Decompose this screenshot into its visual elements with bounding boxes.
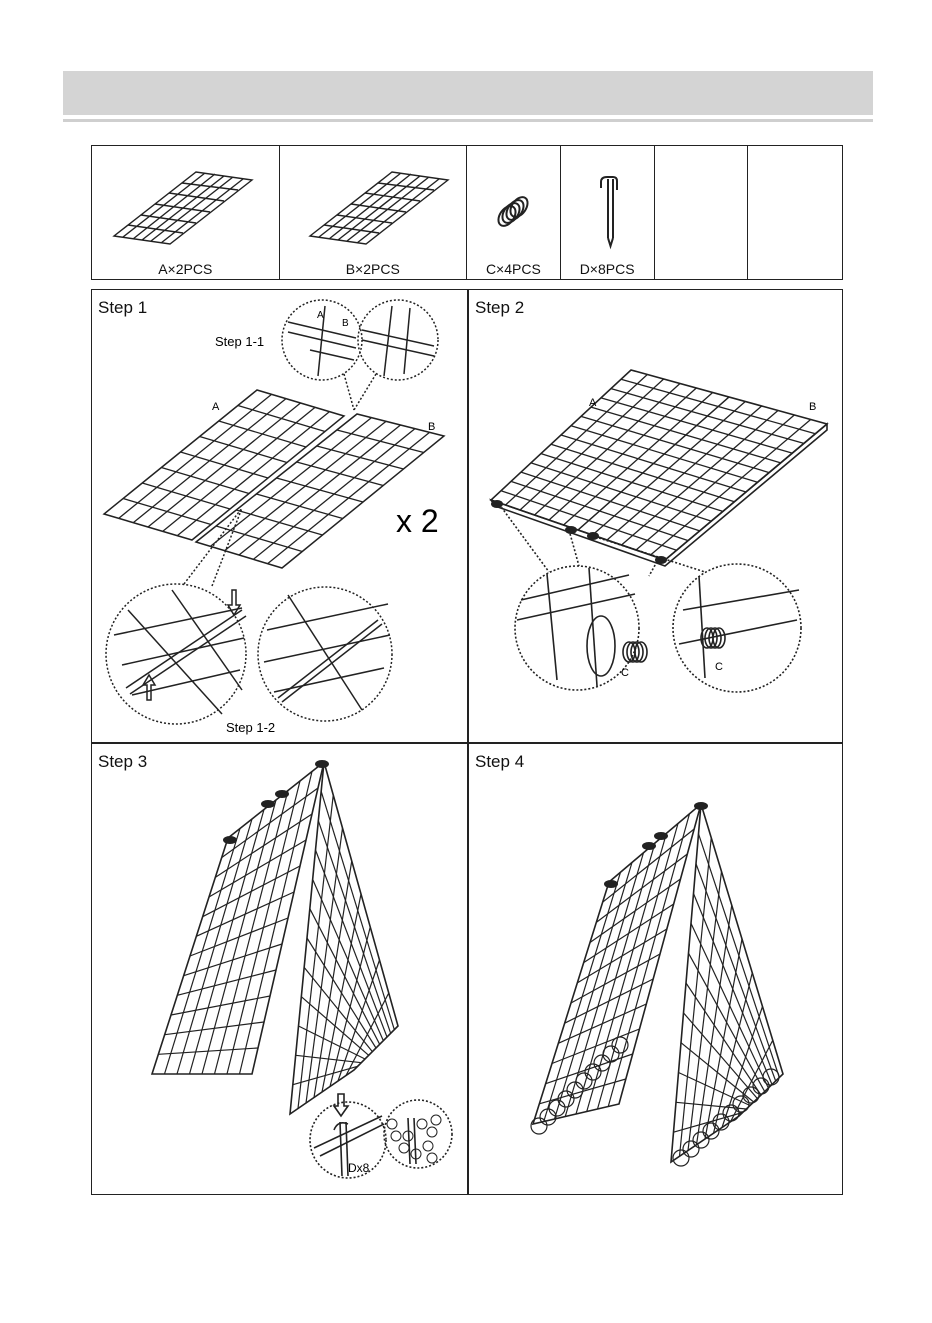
label-c: C	[715, 661, 723, 673]
step-3-panel: Dx8 Step 3	[92, 744, 467, 1196]
label-c: C	[621, 667, 629, 679]
header-bar	[63, 71, 873, 115]
label-b: B	[428, 421, 435, 433]
part-cell-c: C×4PCS	[467, 146, 561, 279]
part-cell-empty	[748, 146, 842, 279]
header-divider	[63, 119, 873, 122]
label-a: A	[317, 310, 324, 321]
steps-grid: A B A B Step 1-1 Step 1-2 x 2 Step 1	[91, 289, 843, 1195]
step-2-illustration: A B C C	[469, 290, 844, 742]
step-4-illustration	[469, 744, 844, 1196]
step-1-1-label: Step 1-1	[215, 334, 264, 349]
label-b: B	[342, 318, 349, 329]
step-title: Step 2	[475, 298, 524, 318]
part-label: B×2PCS	[280, 261, 467, 277]
part-label: A×2PCS	[92, 261, 279, 277]
ground-stake-icon	[561, 146, 655, 276]
step-title: Step 4	[475, 752, 524, 772]
grid-panel-icon	[280, 146, 468, 276]
step-1-panel: A B A B Step 1-1 Step 1-2 x 2 Step 1	[92, 290, 467, 742]
label-d: Dx8	[348, 1161, 370, 1175]
part-cell-a: A×2PCS	[92, 146, 280, 279]
label-a: A	[212, 401, 220, 413]
step-4-panel: Step 4	[469, 744, 844, 1196]
grid-panel-icon	[92, 146, 280, 276]
label-b: B	[809, 401, 816, 413]
multiplier-label: x 2	[396, 503, 439, 539]
part-cell-b: B×2PCS	[280, 146, 468, 279]
part-label: D×8PCS	[561, 261, 654, 277]
step-1-2-label: Step 1-2	[226, 720, 275, 735]
step-title: Step 3	[98, 752, 147, 772]
label-a: A	[589, 397, 597, 409]
part-cell-empty	[655, 146, 749, 279]
part-cell-d: D×8PCS	[561, 146, 655, 279]
step-2-panel: A B C C Step 2	[469, 290, 844, 742]
part-label: C×4PCS	[467, 261, 560, 277]
step-3-illustration: Dx8	[92, 744, 467, 1196]
parts-table: A×2PCS B×2PCS C×4PCS	[91, 145, 843, 280]
step-title: Step 1	[98, 298, 147, 318]
step-1-illustration: A B A B Step 1-1 Step 1-2 x 2	[92, 290, 467, 742]
coil-spring-icon	[467, 146, 561, 276]
